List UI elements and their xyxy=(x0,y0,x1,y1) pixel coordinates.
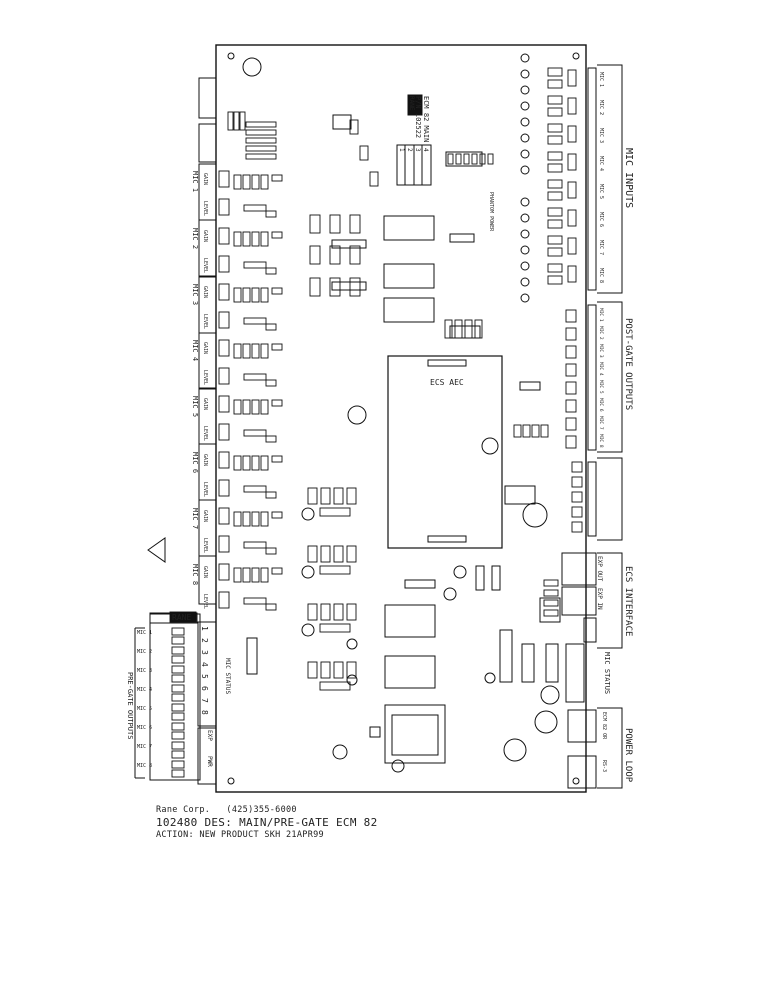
label-exp: EXP xyxy=(206,730,213,741)
post-gate-bracket xyxy=(597,301,623,453)
footer-company: Rane Corp. (425)355-6000 xyxy=(156,805,297,815)
label-mic-post-gate: MIC 1 xyxy=(598,308,604,322)
label-mic-pre-gate: MIC 1 xyxy=(137,630,152,636)
label-part-number: P/N 102522 xyxy=(414,96,422,138)
label-level: LEVEL xyxy=(202,594,208,609)
label-status-number: 4 xyxy=(200,662,209,667)
label-mic-pre-gate: MIC 4 xyxy=(137,687,152,693)
label-phantom-power: PHANTOM POWER xyxy=(488,192,494,232)
label-mic-post-gate: MIC 7 xyxy=(598,416,604,430)
label-status-number: 5 xyxy=(200,674,209,679)
label-ecs-aec: ECS AEC xyxy=(430,378,464,387)
ecs-interface-bracket xyxy=(597,552,623,649)
label-level: LEVEL xyxy=(202,370,208,385)
label-gain: GAIN xyxy=(202,342,208,354)
label-level: LEVEL xyxy=(202,426,208,441)
label-dip-number: 2 xyxy=(406,148,413,152)
label-rs: RS-3 xyxy=(601,760,607,772)
label-mic-post-gate: MIC 3 xyxy=(598,344,604,358)
label-level: LEVEL xyxy=(202,314,208,329)
label-mic-inputs: MIC INPUTS xyxy=(623,148,634,208)
label-mic-status: MIC STATUS xyxy=(603,652,611,694)
label-mic-post-gate: MIC 2 xyxy=(598,326,604,340)
label-mic-input-right: MIC 4 xyxy=(598,156,604,171)
label-dip-number: 3 xyxy=(414,148,421,152)
label-mic-channel-left: MIC 5 xyxy=(191,396,199,417)
label-board-title: ECM 82 MAIN xyxy=(422,96,430,142)
label-level: LEVEL xyxy=(202,258,208,273)
label-mic-channel-left: MIC 6 xyxy=(191,452,199,473)
label-status-number: 7 xyxy=(200,698,209,703)
label-gain: GAIN xyxy=(202,173,208,185)
mounting-hole xyxy=(227,777,235,785)
mic-inputs-bracket xyxy=(597,64,623,294)
label-mic-channel-left: MIC 1 xyxy=(191,171,199,192)
footer-action: ACTION: NEW PRODUCT SKH 21APR99 xyxy=(156,830,324,840)
label-mic-post-gate: MIC 8 xyxy=(598,434,604,448)
label-dip-number: 1 xyxy=(398,148,405,152)
pre-gate-connector xyxy=(149,613,201,781)
label-mic-input-right: MIC 8 xyxy=(598,268,604,283)
pcb-outline xyxy=(215,44,587,793)
label-status-number: 2 xyxy=(200,638,209,643)
footer-description: 102480 DES: MAIN/PRE-GATE ECM 82 xyxy=(156,816,378,829)
label-mic-pre-gate: MIC 6 xyxy=(137,725,152,731)
label-gain: GAIN xyxy=(202,566,208,578)
label-gain: GAIN xyxy=(202,454,208,466)
warning-triangle xyxy=(147,537,166,563)
label-mic-post-gate: MIC 4 xyxy=(598,362,604,376)
label-exp-out: EXP OUT xyxy=(596,556,603,582)
label-power-loop: POWER LOOP xyxy=(623,728,633,783)
label-mic-pre-gate: MIC 8 xyxy=(137,763,152,769)
rane-logo: RANE xyxy=(172,613,191,622)
label-mic-input-right: MIC 5 xyxy=(598,184,604,199)
label-status-number: 3 xyxy=(200,650,209,655)
label-dip-number: 4 xyxy=(422,148,429,152)
label-mic-pre-gate: MIC 3 xyxy=(137,668,152,674)
label-mic-input-right: MIC 7 xyxy=(598,240,604,255)
label-mic-channel-left: MIC 7 xyxy=(191,508,199,529)
label-gain: GAIN xyxy=(202,286,208,298)
label-mic-input-right: MIC 1 xyxy=(598,72,604,87)
label-ecm: ECM 82 OR xyxy=(601,712,607,740)
label-mic-input-right: MIC 3 xyxy=(598,128,604,143)
label-level: LEVEL xyxy=(202,201,208,216)
label-post-gate-outputs: POST-GATE OUTPUTS xyxy=(623,318,633,410)
label-exp-in: EXP IN xyxy=(596,588,603,610)
power-loop-bracket xyxy=(597,707,623,789)
label-mic-input-right: MIC 2 xyxy=(598,100,604,115)
label-level: LEVEL xyxy=(202,482,208,497)
label-status-number: 8 xyxy=(200,710,209,715)
label-mic-channel-left: MIC 3 xyxy=(191,284,199,305)
label-gain: GAIN xyxy=(202,510,208,522)
ecs-aec-module xyxy=(387,355,503,549)
label-status-number: 1 xyxy=(200,626,209,631)
label-pre-gate-outputs: PRE-GATE OUTPUTS xyxy=(126,672,134,739)
label-mic-channel-left: MIC 2 xyxy=(191,228,199,249)
mounting-hole xyxy=(227,52,235,60)
label-level: LEVEL xyxy=(202,538,208,553)
label-status-number: 6 xyxy=(200,686,209,691)
label-ecs-interface: ECS INTERFACE xyxy=(623,566,633,636)
label-mic-pre-gate: MIC 5 xyxy=(137,706,152,712)
label-gain: GAIN xyxy=(202,398,208,410)
mounting-hole xyxy=(572,52,580,60)
label-mic-channel-left: MIC 8 xyxy=(191,564,199,585)
label-mic-channel-left: MIC 4 xyxy=(191,340,199,361)
rane-logo-board: RANE xyxy=(408,96,415,111)
label-mic-pre-gate: MIC 2 xyxy=(137,649,152,655)
label-mic-pre-gate: MIC 7 xyxy=(137,744,152,750)
label-mic-input-right: MIC 6 xyxy=(598,212,604,227)
label-mic-post-gate: MIC 6 xyxy=(598,398,604,412)
label-gain: GAIN xyxy=(202,230,208,242)
mounting-hole xyxy=(572,777,580,785)
label-mic-status-lower: MIC STATUS xyxy=(224,658,231,695)
label-pwr: PWR xyxy=(206,756,213,767)
label-mic-post-gate: MIC 5 xyxy=(598,380,604,394)
